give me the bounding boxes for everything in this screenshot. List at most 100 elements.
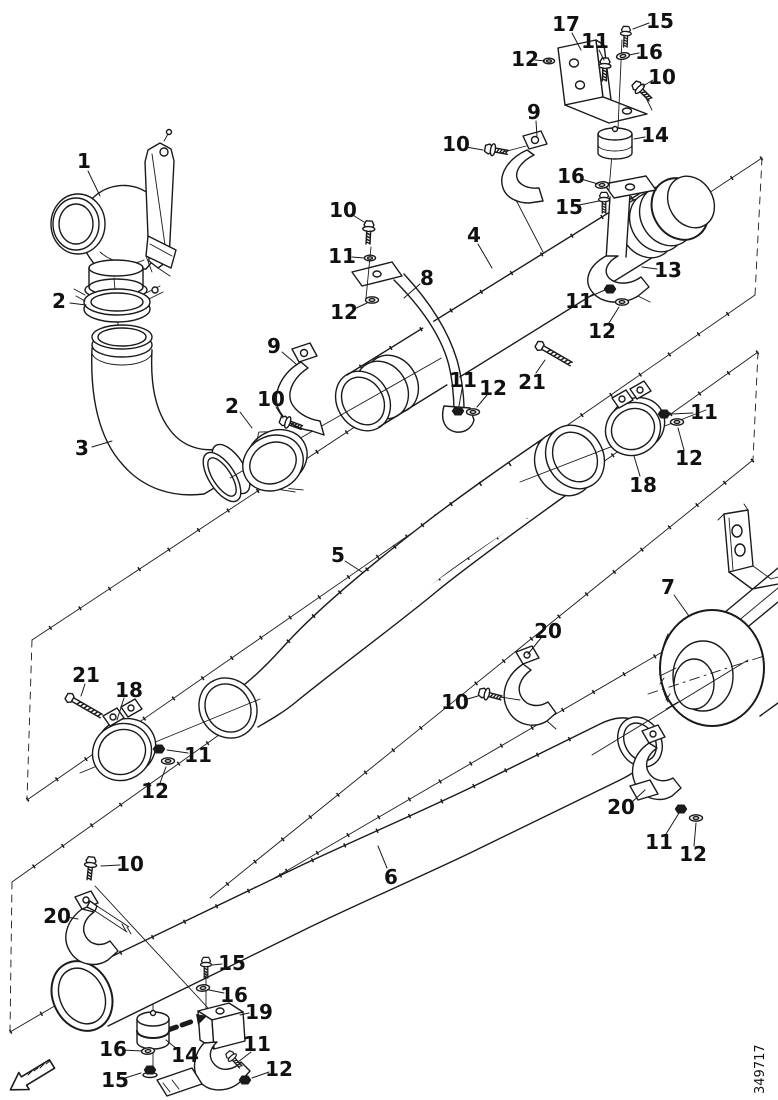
bolt-part-15	[597, 191, 611, 214]
callout-label-16: 16	[99, 1037, 127, 1061]
callout-leader	[633, 455, 641, 477]
callout-leader	[670, 412, 694, 415]
nut-part-12	[238, 1075, 252, 1085]
callout-label-3: 3	[75, 436, 89, 460]
callout-leader	[641, 266, 658, 270]
callout-leader	[633, 136, 646, 140]
callout-leader	[122, 1049, 143, 1052]
callout-label-19: 19	[245, 1000, 273, 1024]
bolt-part-10	[483, 141, 510, 159]
callout-label-20: 20	[607, 795, 635, 819]
callout-label-21: 21	[518, 370, 546, 394]
callout-leader	[351, 256, 365, 259]
callout-leader	[673, 594, 690, 617]
callout-label-12: 12	[330, 300, 358, 324]
callout-label-11: 11	[645, 830, 673, 854]
callout-label-4: 4	[467, 223, 481, 247]
tail-pipe-6	[50, 659, 749, 1032]
callout-leader	[344, 560, 363, 573]
callout-leader	[403, 283, 421, 299]
fastener-hardware	[63, 25, 704, 1085]
callout-leader	[353, 302, 368, 310]
nut-part-11	[603, 284, 617, 294]
callout-label-14: 14	[641, 123, 669, 147]
callout-label-11: 11	[243, 1032, 271, 1056]
bolt-part-21	[533, 338, 575, 370]
support-strap-20-middle	[499, 645, 557, 730]
washer-part-12	[364, 296, 380, 304]
callout-label-15: 15	[101, 1068, 129, 1092]
callout-label-10: 10	[257, 387, 285, 411]
callout-leader	[598, 49, 605, 61]
bolt-part-10	[82, 855, 99, 882]
callout-label-13: 13	[654, 258, 682, 282]
callout-label-6: 6	[384, 865, 398, 889]
callout-label-18: 18	[629, 473, 657, 497]
callout-label-10: 10	[441, 690, 469, 714]
clamp-2-lower	[242, 428, 308, 493]
callout-label-20: 20	[43, 904, 71, 928]
callout-leader	[208, 989, 225, 994]
muffler-7	[647, 558, 778, 727]
callout-leader	[665, 812, 680, 835]
muffler-mount-bracket	[717, 503, 778, 590]
front-exhaust-pipe-4	[229, 175, 716, 479]
nut-part-11	[657, 409, 671, 419]
callout-leader	[578, 200, 600, 206]
callout-leader	[477, 243, 493, 269]
clamp-2-upper	[73, 285, 164, 323]
callout-leader	[87, 170, 101, 197]
callout-label-9: 9	[527, 100, 541, 124]
washer-part-16	[615, 51, 631, 61]
washer-part-12	[160, 757, 176, 765]
callout-label-21: 21	[72, 663, 100, 687]
nut-part-11	[152, 744, 166, 754]
callout-label-16: 16	[220, 983, 248, 1007]
callout-leader	[239, 411, 253, 429]
rubber-mount-14-lower	[136, 1003, 170, 1079]
support-strap-20-right	[629, 724, 682, 801]
washer-part-16	[140, 1046, 156, 1056]
callout-label-15: 15	[218, 951, 246, 975]
callout-label-7: 7	[661, 575, 675, 599]
callout-leader	[251, 1071, 270, 1079]
callout-label-10: 10	[442, 132, 470, 156]
callout-label-1: 1	[77, 149, 91, 173]
callout-label-11: 11	[581, 29, 609, 53]
callout-leader	[527, 637, 542, 655]
nut-part-11	[451, 406, 465, 416]
callout-label-12: 12	[675, 446, 703, 470]
callout-label-12: 12	[479, 376, 507, 400]
callout-label-20: 20	[534, 619, 562, 643]
washer-part-12	[614, 298, 630, 306]
callout-leader	[632, 22, 650, 30]
callout-leader	[535, 359, 546, 374]
callout-label-5: 5	[331, 543, 345, 567]
callout-label-16: 16	[635, 40, 663, 64]
callout-leader	[534, 59, 546, 62]
callout-label-11: 11	[690, 400, 718, 424]
callout-label-12: 12	[679, 842, 707, 866]
washer-part-16	[594, 180, 610, 190]
callout-label-15: 15	[555, 195, 583, 219]
hanger-strap-9-upper	[501, 130, 548, 253]
nut-part-11	[674, 804, 688, 814]
washer-part-12	[465, 408, 481, 416]
washer-part-12	[688, 814, 704, 822]
bolt-part-10	[476, 685, 504, 705]
nut-part-15	[143, 1065, 157, 1075]
callout-label-9: 9	[267, 334, 281, 358]
callout-leader	[628, 52, 640, 56]
mid-exhaust-pipe-5	[198, 424, 606, 739]
callout-leader	[350, 213, 365, 223]
washer-part-16	[195, 983, 211, 993]
clamp-18-left	[79, 698, 261, 782]
washer-part-12	[669, 418, 685, 426]
support-strap-20-left	[65, 885, 209, 1009]
front-direction-arrow-icon	[9, 1059, 56, 1091]
lockwasher-part-11	[363, 254, 377, 262]
flapper-arm	[144, 128, 177, 277]
callout-label-10: 10	[116, 852, 144, 876]
